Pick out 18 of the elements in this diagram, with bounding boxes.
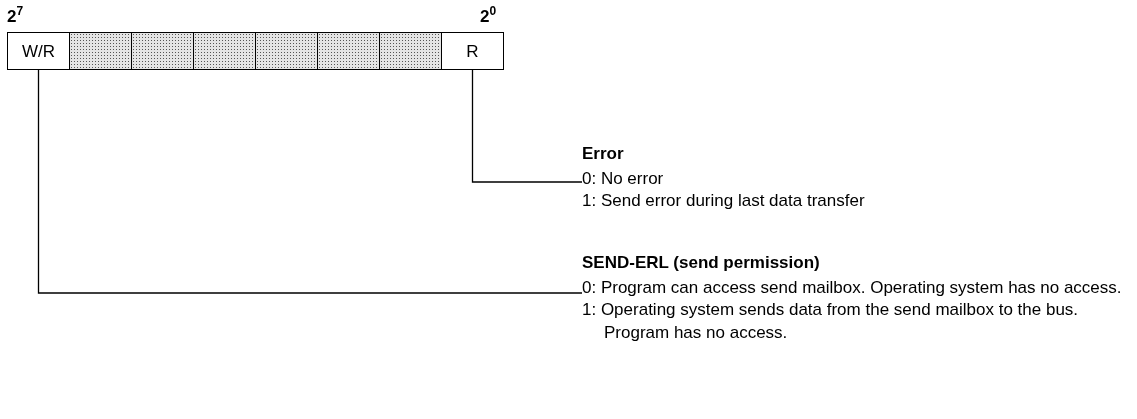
reserved-bit-cell <box>131 32 194 70</box>
reserved-bit-cell <box>193 32 256 70</box>
reserved-bit-cell <box>255 32 318 70</box>
bit-weight-label: 2$^{0}$ <box>480 5 497 25</box>
bit-weight-label: 2$^{7}$ <box>7 5 24 25</box>
bit-value-description: 0: Program can access send mailbox. Operating system has no access. <box>582 276 1123 299</box>
bit-value-description: 0: No error <box>582 167 665 190</box>
reserved-bit-cell <box>69 32 132 70</box>
register-bit-cell: W/R <box>7 32 70 70</box>
leader-line <box>471 69 583 183</box>
bit-heading: SEND-ERL (send permission) <box>582 252 821 274</box>
reserved-bit-cell <box>379 32 442 70</box>
bit-heading: Error <box>582 143 625 165</box>
bit-value-description: 1: Send error during last data transfer <box>582 190 866 212</box>
register-bit-cell: R <box>441 32 504 70</box>
bit-value-description: 1: Operating system sends data from the send mailbox to the bus. Program has no access. <box>582 299 1080 344</box>
leader-line <box>37 69 583 294</box>
reserved-bit-cell <box>317 32 380 70</box>
